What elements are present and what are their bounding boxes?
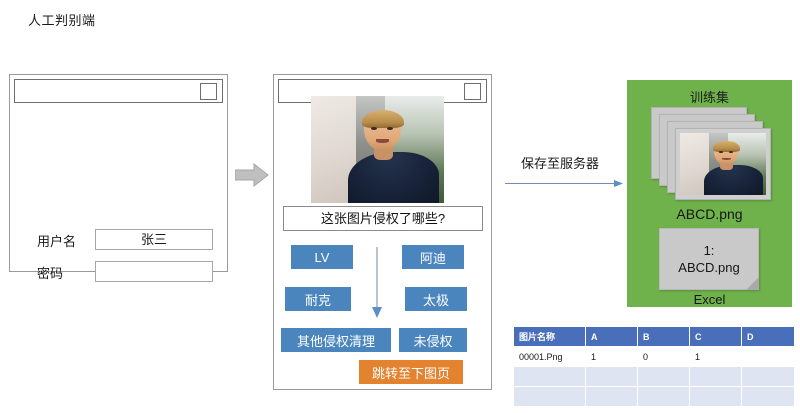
- tag-button-nike[interactable]: 耐克: [285, 287, 351, 311]
- login-window: 用户名 张三 密码: [9, 74, 228, 282]
- cell-d: [741, 366, 795, 387]
- column-header-b[interactable]: B: [637, 326, 690, 347]
- cell-c: [689, 366, 742, 387]
- cell-filename: [513, 366, 586, 387]
- table-row[interactable]: [513, 386, 795, 407]
- password-row: 密码: [37, 261, 217, 283]
- thin-arrow-right-icon: [505, 175, 623, 187]
- login-window-titlebar: [14, 79, 223, 103]
- excel-card: 1: ABCD.png: [659, 228, 759, 290]
- column-header-filename[interactable]: 图片名称: [513, 326, 586, 347]
- password-input[interactable]: [95, 261, 213, 282]
- cell-d: [741, 386, 795, 407]
- username-input[interactable]: 张三: [95, 229, 213, 250]
- window-control-icon[interactable]: [464, 83, 481, 100]
- next-image-button[interactable]: 跳转至下图页: [359, 360, 463, 384]
- excel-label: Excel: [693, 292, 726, 307]
- column-header-c[interactable]: C: [689, 326, 742, 347]
- tag-button-no-infringement[interactable]: 未侵权: [399, 328, 467, 352]
- image-stack-filename: ABCD.png: [676, 206, 743, 222]
- cell-a: [585, 386, 638, 407]
- password-label: 密码: [37, 266, 64, 281]
- down-arrow-icon: [370, 247, 384, 319]
- cell-d: [741, 346, 795, 367]
- cell-filename: [513, 386, 586, 407]
- tag-button-adidas[interactable]: 阿迪: [402, 245, 464, 269]
- image-card-thumbnail: [680, 133, 766, 195]
- block-arrow-right-icon: [234, 162, 269, 188]
- cell-a: [585, 366, 638, 387]
- table-header-row: 图片名称 A B C D: [513, 326, 795, 347]
- cell-filename: 00001.Png: [513, 346, 586, 367]
- excel-card-filename: ABCD.png: [678, 260, 740, 275]
- window-control-icon[interactable]: [200, 83, 217, 100]
- cell-a: 1: [585, 346, 638, 367]
- table-row[interactable]: 00001.Png 1 0 1: [513, 346, 795, 367]
- username-row: 用户名 张三: [37, 229, 217, 251]
- training-set-title: 训练集: [689, 90, 729, 105]
- question-text: 这张图片侵权了哪些?: [283, 206, 483, 231]
- cell-c: [689, 386, 742, 407]
- column-header-a[interactable]: A: [585, 326, 638, 347]
- tag-button-lv[interactable]: LV: [291, 245, 353, 269]
- tag-button-taiji[interactable]: 太极: [405, 287, 467, 311]
- table-row[interactable]: [513, 366, 795, 387]
- diagram-title: 人工判别端: [28, 13, 96, 28]
- cell-b: 0: [637, 346, 690, 367]
- training-set-panel: 训练集 ABCD.png 1: ABCD.png Excel: [627, 80, 792, 307]
- excel-card-index: 1:: [703, 243, 715, 258]
- cell-b: [637, 366, 690, 387]
- result-table: 图片名称 A B C D 00001.Png 1 0 1: [513, 326, 795, 407]
- image-card-front: [675, 128, 771, 200]
- column-header-d[interactable]: D: [741, 326, 795, 347]
- cell-c: 1: [689, 346, 742, 367]
- cell-b: [637, 386, 690, 407]
- username-label: 用户名: [37, 234, 77, 249]
- sample-photo: [311, 96, 444, 203]
- save-to-server-label: 保存至服务器: [521, 156, 600, 171]
- tag-button-other-infringement[interactable]: 其他侵权清理: [281, 328, 391, 352]
